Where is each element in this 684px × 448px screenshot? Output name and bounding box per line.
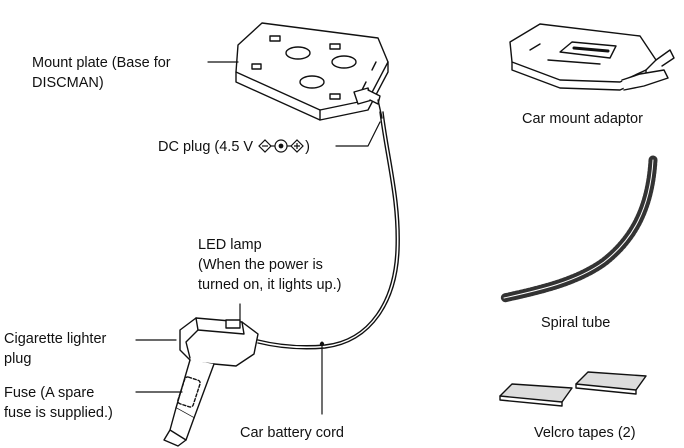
- led-lamp-label-line1: LED lamp: [198, 237, 262, 253]
- mount-plate-label-line1: Mount plate (Base for: [32, 55, 171, 71]
- mount-plate-label-line2: DISCMAN): [32, 75, 104, 91]
- cord-marker-dot: [319, 341, 325, 347]
- mount-plate-illustration: [235, 22, 389, 121]
- cigarette-lighter-plug-illustration: [163, 317, 259, 447]
- dc-plug-label: DC plug (4.5 V ): [158, 138, 310, 159]
- car-mount-adaptor-label: Car mount adaptor: [522, 111, 643, 127]
- spiral-tube-illustration: [499, 155, 658, 303]
- fuse-label-line1: Fuse (A spare: [4, 385, 95, 401]
- led-lamp-label-line3: turned on, it lights up.): [198, 277, 342, 293]
- dc-plug-illustration: [353, 87, 383, 119]
- velcro-tapes-label: Velcro tapes (2): [534, 425, 636, 441]
- car-battery-cord-label: Car battery cord: [240, 425, 344, 441]
- dc-plug-label-text: DC plug (4.5 V: [158, 139, 258, 155]
- spiral-tube-label: Spiral tube: [541, 315, 611, 331]
- car-mount-adaptor-illustration: [509, 23, 675, 91]
- leader-lines: [135, 61, 381, 415]
- velcro-tapes-illustration: [499, 371, 647, 407]
- fuse-label-line2: fuse is supplied.): [4, 405, 113, 421]
- cigarette-lighter-label-line1: Cigarette lighter: [4, 331, 107, 347]
- center-negative-polarity-icon: [257, 138, 305, 159]
- led-lamp-label-line2: (When the power is: [198, 257, 323, 273]
- cigarette-lighter-label-line2: plug: [4, 351, 32, 367]
- dc-plug-label-close: ): [305, 139, 310, 155]
- car-battery-cord-illustration: [257, 111, 400, 350]
